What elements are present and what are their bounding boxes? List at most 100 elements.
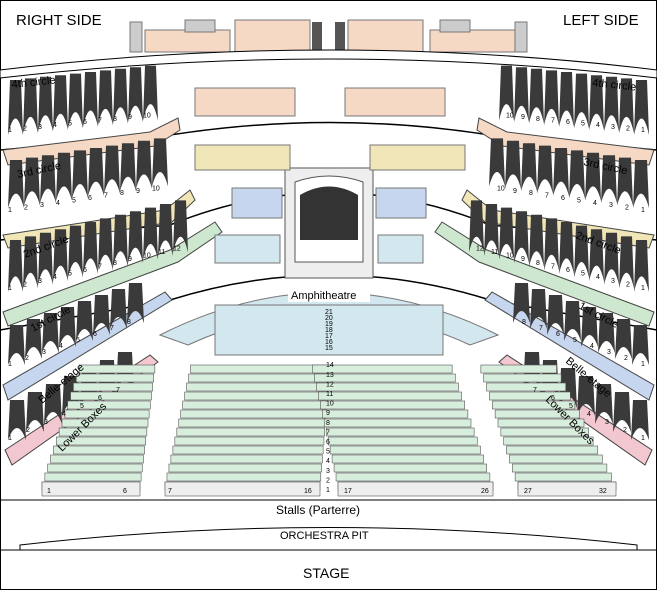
box-number: 7 — [98, 263, 102, 270]
seat-marker: 16 — [304, 488, 312, 495]
box-partition — [513, 283, 530, 323]
stalls-row — [511, 463, 608, 473]
box-number: 4 — [53, 122, 57, 129]
box-partition — [25, 319, 42, 359]
stalls-row — [500, 427, 589, 437]
stalls-row — [44, 472, 142, 482]
row-number: 10 — [326, 401, 334, 408]
box-partition — [53, 229, 68, 282]
amphitheatre-label-bg — [288, 287, 370, 302]
box-partition — [120, 143, 136, 192]
box-partition — [613, 392, 631, 432]
box-number: 5 — [581, 121, 585, 128]
stalls-row — [514, 472, 612, 482]
stalls-row — [178, 418, 326, 428]
box-partition — [489, 138, 505, 187]
orchestra-pit-shape — [19, 527, 638, 551]
stalls-row — [491, 400, 576, 410]
box-partition — [514, 211, 529, 264]
box-partition — [553, 148, 569, 196]
stalls-row — [509, 454, 603, 464]
box-partition — [529, 68, 544, 124]
box-partition — [581, 307, 598, 347]
box-partition — [574, 225, 589, 278]
box-number: 3 — [607, 349, 611, 356]
stalls-row — [333, 463, 488, 473]
box-number: 8 — [529, 190, 533, 197]
box-partition — [469, 200, 484, 253]
box-partition — [595, 384, 613, 424]
stalls-row — [180, 409, 327, 419]
box-partition — [574, 73, 589, 129]
amphitheatre-row-number: 19 — [325, 321, 333, 328]
box-number: 9 — [513, 188, 517, 195]
box-partition — [152, 138, 168, 187]
box-partition — [601, 155, 617, 204]
box-partition — [604, 232, 619, 285]
stalls-row — [480, 364, 557, 374]
box-number: 6 — [93, 331, 97, 338]
box-partition — [143, 65, 158, 121]
box-number: 12 — [476, 245, 484, 252]
fourth-circle-band-left — [476, 117, 655, 166]
box-number: 2 — [626, 281, 630, 288]
box-number: 9 — [136, 188, 140, 195]
box-partition — [38, 76, 53, 132]
stalls-label: Stalls (Parterre) — [276, 503, 360, 517]
box-number: 8 — [536, 116, 540, 123]
box-partitions — [8, 65, 649, 440]
row-number: 6 — [326, 439, 330, 446]
box-partition — [529, 214, 544, 267]
stalls-row — [318, 391, 462, 401]
box-partition — [83, 72, 98, 127]
box-number: 7 — [545, 193, 549, 200]
box-number: 10 — [506, 253, 514, 260]
box-number: 10 — [152, 185, 160, 192]
box-number: 2 — [23, 125, 27, 132]
fourth-circle-band-right — [2, 117, 181, 166]
box-number: 3 — [44, 419, 48, 426]
box-partition — [93, 295, 110, 335]
row-number: 13 — [326, 372, 334, 379]
stalls-row — [188, 373, 330, 383]
box-number: 2 — [624, 355, 628, 362]
box-number: 3 — [611, 124, 615, 131]
box-number: 1 — [641, 361, 645, 368]
box-number: 2 — [625, 205, 629, 212]
box-number: 9 — [128, 114, 132, 121]
stalls-row — [168, 463, 322, 473]
box-number: 3 — [38, 278, 42, 285]
box-partition — [633, 160, 649, 208]
box-partition — [68, 225, 83, 278]
box-number: 5 — [80, 403, 84, 410]
box-number: 3 — [605, 419, 609, 426]
stalls-row — [486, 382, 567, 392]
box-number: 3 — [40, 202, 44, 209]
row-number: 9 — [326, 410, 330, 417]
stalls-row — [182, 400, 328, 410]
box-number: 1 — [641, 435, 645, 442]
seat-marker: 26 — [481, 488, 489, 495]
box-number: 5 — [577, 197, 581, 204]
stalls-front-row — [517, 481, 617, 497]
box-number: 2 — [23, 281, 27, 288]
box-number: 8 — [113, 260, 117, 267]
box-partition — [631, 400, 649, 440]
box-number: 6 — [556, 331, 560, 338]
box-partition — [68, 73, 83, 129]
box-number: 10 — [143, 253, 151, 260]
stalls-row — [331, 454, 484, 464]
box-partition — [42, 313, 59, 353]
box-number: 1 — [8, 361, 12, 368]
box-partition — [113, 214, 128, 267]
box-partition — [44, 384, 62, 424]
box-partition — [8, 160, 24, 208]
box-partition — [514, 67, 529, 123]
box-number: 3 — [38, 124, 42, 131]
stalls-front-row — [41, 481, 141, 497]
stalls-row — [58, 427, 148, 437]
